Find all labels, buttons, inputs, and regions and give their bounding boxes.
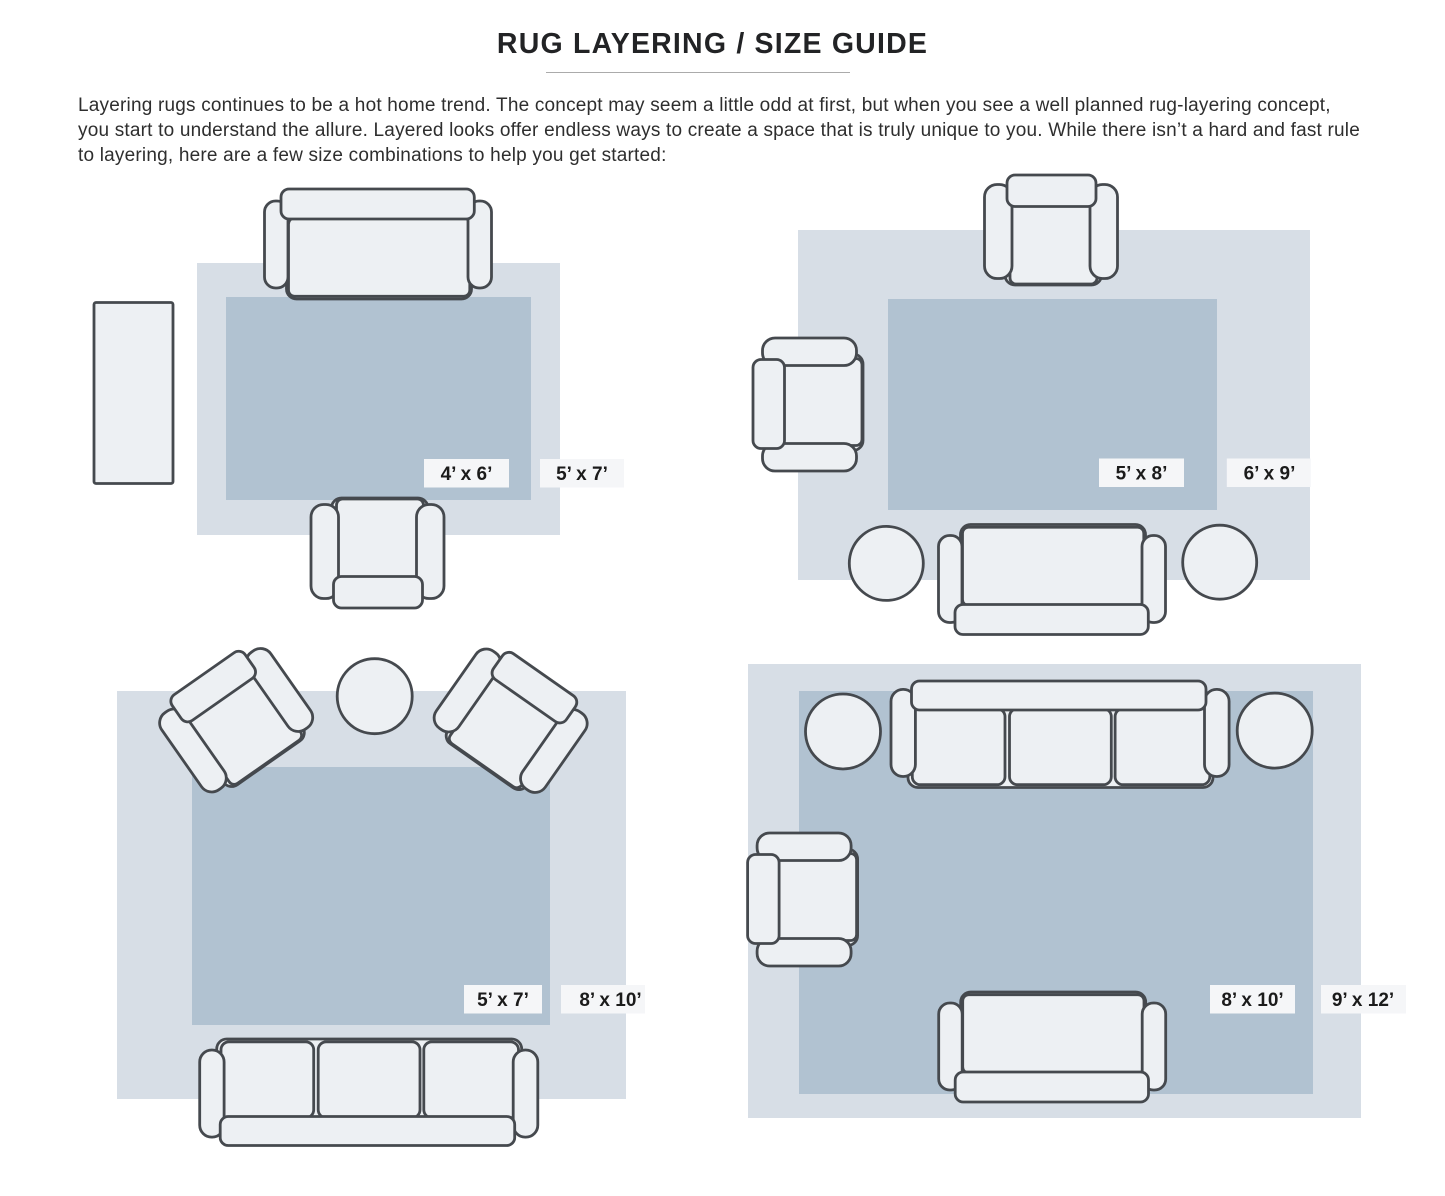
- svg-text:5’ x 7’: 5’ x 7’: [556, 464, 608, 485]
- svg-text:9’ x 12’: 9’ x 12’: [1332, 990, 1394, 1011]
- svg-text:8’ x 10’: 8’ x 10’: [579, 990, 641, 1011]
- svg-text:8’ x 10’: 8’ x 10’: [1221, 990, 1283, 1011]
- svg-text:5’ x 7’: 5’ x 7’: [477, 990, 529, 1011]
- svg-text:5’ x 8’: 5’ x 8’: [1116, 464, 1168, 485]
- svg-text:6’ x 9’: 6’ x 9’: [1244, 464, 1296, 485]
- svg-text:4’ x 6’: 4’ x 6’: [441, 464, 493, 485]
